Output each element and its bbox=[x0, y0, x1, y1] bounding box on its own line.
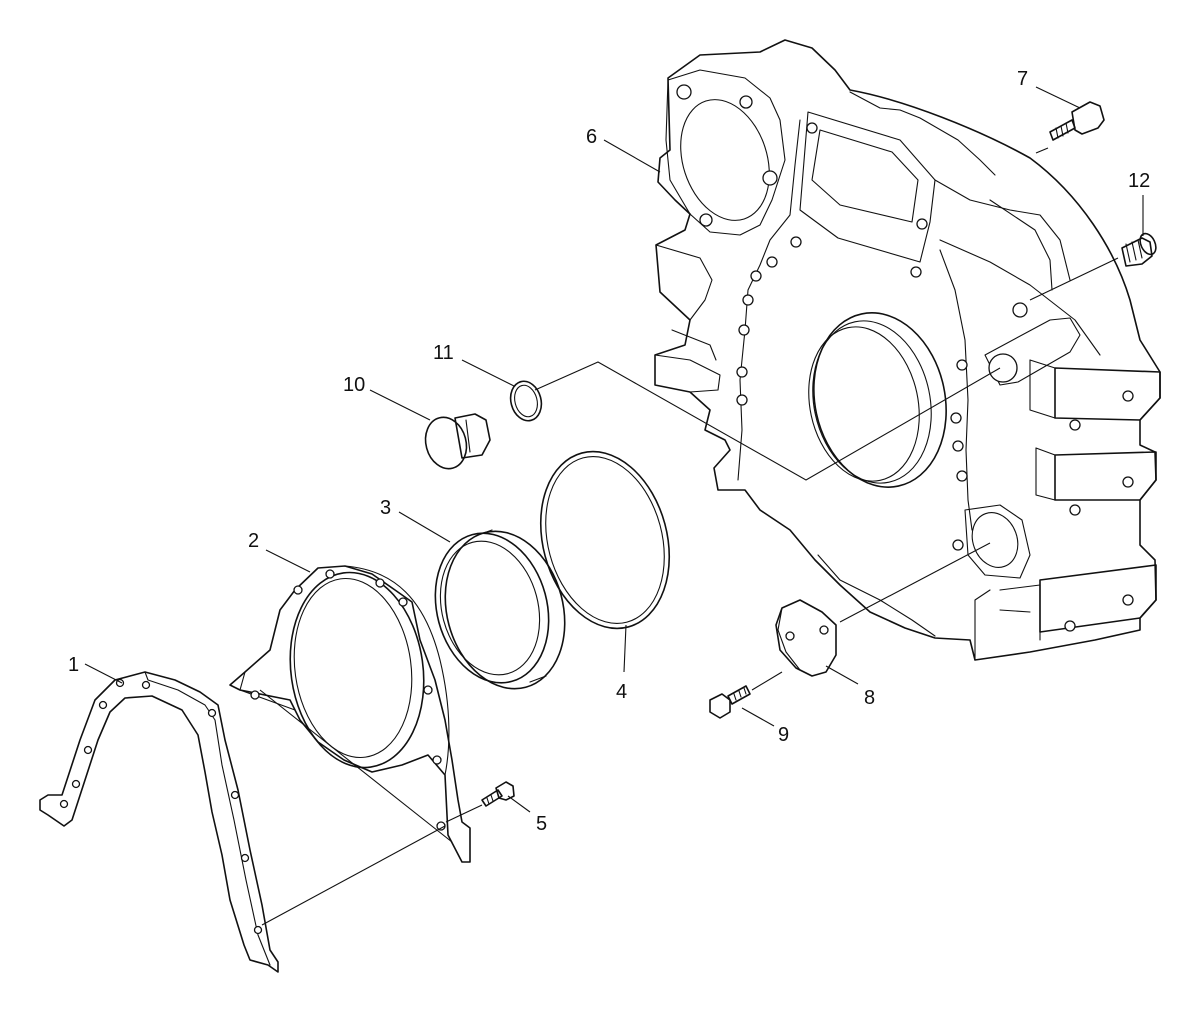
callout-6: 6 bbox=[586, 126, 597, 148]
callout-12: 12 bbox=[1128, 170, 1150, 192]
callout-7: 7 bbox=[1017, 68, 1028, 90]
bolt-5 bbox=[481, 781, 515, 807]
callout-11: 11 bbox=[433, 342, 454, 364]
o-ring-4 bbox=[539, 450, 671, 630]
bolt-7 bbox=[1049, 101, 1105, 141]
plug-10 bbox=[424, 413, 491, 470]
callout-2: 2 bbox=[248, 530, 259, 552]
seal-housing-2 bbox=[229, 565, 471, 863]
callout-4: 4 bbox=[616, 681, 627, 703]
callout-leaders bbox=[84, 86, 1144, 813]
bolt-9 bbox=[709, 685, 751, 719]
callout-10: 10 bbox=[343, 374, 365, 396]
rear-oil-seal-3 bbox=[434, 529, 566, 690]
callout-3: 3 bbox=[380, 497, 391, 519]
assembly-lines bbox=[259, 147, 1119, 926]
rear-seal-gasket-1 bbox=[39, 671, 279, 973]
callout-5: 5 bbox=[536, 813, 547, 835]
sealing-ring-11 bbox=[509, 380, 543, 422]
plug-12 bbox=[1121, 232, 1157, 267]
cover-plate-8 bbox=[775, 599, 837, 677]
callout-8: 8 bbox=[864, 687, 875, 709]
callout-labels: 1 2 3 4 5 6 7 8 9 10 11 12 bbox=[68, 68, 1150, 835]
flywheel-housing bbox=[654, 39, 1161, 661]
callout-1: 1 bbox=[68, 654, 79, 676]
callout-9: 9 bbox=[778, 724, 789, 746]
